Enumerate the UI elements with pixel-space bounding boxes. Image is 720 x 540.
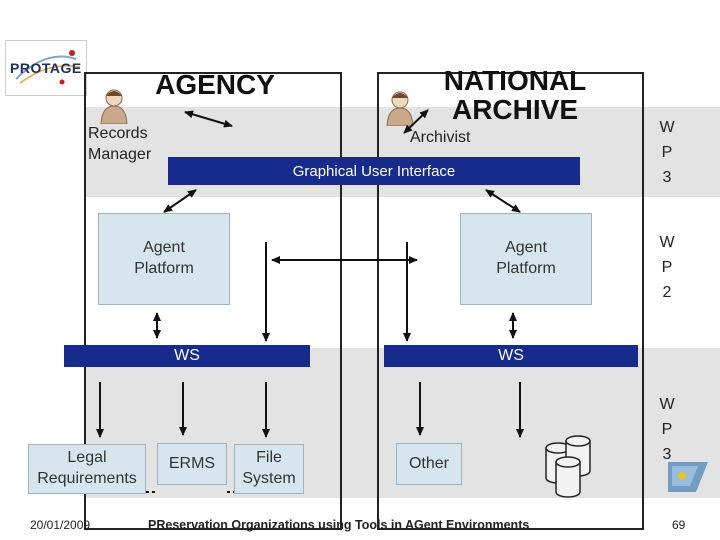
wp3-bottom-label: W P 3	[655, 393, 679, 467]
arrow-gui-to-agent-platform-left	[163, 189, 197, 213]
logo-text: PROTAGE	[10, 60, 82, 76]
file-system-box: File System	[234, 444, 304, 494]
legal-requirements-line2: Requirements	[37, 470, 137, 487]
wp3-top-letter-1: W	[659, 119, 675, 136]
logo-swirl-icon	[15, 50, 81, 85]
agency-title: AGENCY	[155, 69, 275, 100]
arrow-archivist-to-national-archive	[403, 109, 429, 134]
national-archive-title-line1: NATIONAL	[443, 65, 587, 96]
wp3-top-letter-2: P	[661, 143, 673, 161]
agent-platform-left-line2: Platform	[134, 260, 194, 277]
agent-platform-left-line1: Agent	[143, 239, 185, 257]
agent-platform-right-line2: Platform	[496, 260, 556, 277]
wp3-bottom-letter-1: W	[659, 396, 675, 413]
arrow-agency-title-to-records-manager	[184, 110, 233, 128]
records-manager-label-line2: Manager	[88, 145, 152, 163]
national-archive-title-line2: ARCHIVE	[451, 94, 578, 126]
agent-platform-left: Agent Platform	[98, 213, 230, 305]
agency-panel	[84, 72, 342, 530]
wp3-top-letter-3: 3	[662, 168, 672, 186]
file-system-line2: System	[242, 470, 296, 487]
erms-box: ERMS	[157, 443, 227, 485]
other-box: Other	[396, 443, 462, 485]
wp2-letter-2: P	[661, 258, 673, 276]
wp3-bottom-letter-2: P	[661, 420, 673, 438]
records-manager-label: Records Manager	[88, 124, 151, 166]
footer-title: PReservation Organizations using Tools i…	[148, 518, 530, 532]
national-archive-panel	[377, 72, 644, 530]
ws-bar-right: WS	[384, 345, 638, 367]
page-number: 69	[672, 518, 686, 532]
agent-platform-right: Agent Platform	[460, 213, 592, 305]
wp2-letter-1: W	[659, 234, 675, 251]
arrow-gui-to-agent-platform-right	[485, 189, 521, 213]
wp2-letter-3: 2	[662, 283, 672, 301]
national-archive-title: NATIONAL ARCHIVE	[430, 66, 600, 125]
records-manager-label-line1: Records	[88, 125, 148, 142]
file-system-line1: File	[256, 449, 282, 467]
wp3-top-label: W P 3	[655, 116, 679, 190]
logo: PROTAGE	[5, 40, 87, 96]
legal-requirements-line1: Legal	[67, 449, 107, 467]
agent-platform-right-line1: Agent	[505, 239, 547, 257]
database-icon	[545, 435, 591, 498]
records-manager-person-icon	[98, 84, 130, 125]
eu-emblem-icon	[668, 462, 708, 492]
footer-date: 20/01/2009	[30, 518, 91, 532]
legal-requirements-box: Legal Requirements	[28, 444, 146, 494]
wp3-bottom-letter-3: 3	[662, 445, 672, 463]
ws-bar-left: WS	[64, 345, 310, 367]
wp2-label: W P 2	[655, 231, 679, 305]
gui-bar: Graphical User Interface	[168, 157, 580, 185]
